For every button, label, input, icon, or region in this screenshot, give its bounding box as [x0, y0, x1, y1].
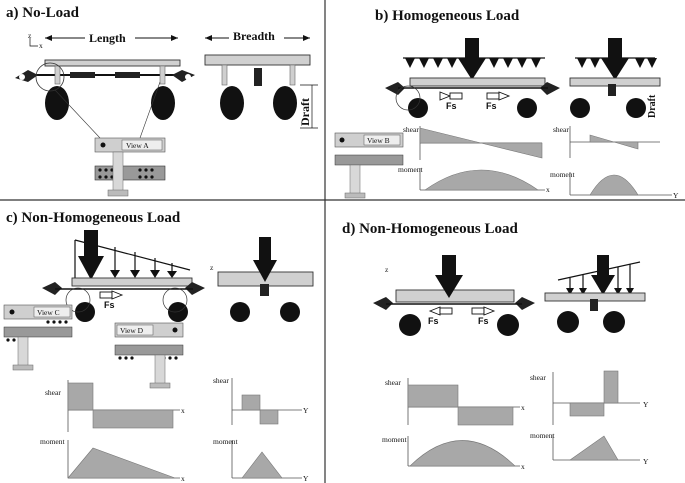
moment-label-c2: moment [213, 437, 238, 446]
end-fitting-right [172, 70, 195, 82]
panel-d-title: d) Non-Homogeneous Load [342, 221, 519, 237]
length-label: Length [89, 31, 126, 45]
moment-label-b: moment [398, 165, 423, 174]
pontoon-left [45, 86, 69, 120]
main-load-arrow-c [78, 256, 104, 280]
panel-c: c) Non-Homogeneous Load Fs View C [3, 210, 314, 483]
moment-label-c: moment [40, 437, 65, 446]
panel-b-title: b) Homogeneous Load [375, 8, 520, 24]
moment-label-d: moment [382, 435, 407, 444]
svg-text:x: x [181, 406, 185, 415]
beam-side-view [44, 59, 181, 67]
shear-label-d2: shear [530, 373, 546, 382]
fs-label-2: Fs [486, 101, 497, 111]
shear-label-b2: shear [553, 125, 569, 134]
main-load-arrow-c-front [253, 260, 277, 282]
svg-text:x: x [546, 185, 550, 194]
panel-a-title: a) No-Load [6, 5, 80, 21]
view-a-label: View A [126, 141, 149, 150]
fs-label-c: Fs [104, 300, 115, 310]
moment-label-d2: moment [530, 431, 555, 440]
breadth-label: Breadth [233, 29, 275, 43]
axis-x-label: x [39, 41, 43, 50]
svg-text:z: z [385, 265, 389, 274]
view-d-label: View D [120, 326, 144, 335]
shear-label-d: shear [385, 378, 401, 387]
svg-text:Y: Y [303, 406, 309, 415]
main-load-arrow [458, 58, 486, 80]
view-c-label: View C [37, 308, 60, 317]
pontoon-b-left [408, 98, 428, 118]
main-load-arrow-d [435, 275, 463, 298]
beam-front-view [204, 54, 311, 66]
svg-text:Y: Y [673, 191, 679, 200]
beam-b [409, 77, 546, 87]
draft-label-b: Draft [647, 94, 658, 118]
view-b-label: View B [367, 136, 390, 145]
svg-text:x: x [181, 474, 185, 483]
shear-label-b: shear [403, 125, 419, 134]
moment-label-b2: moment [550, 170, 575, 179]
draft-label: Draft [298, 98, 312, 126]
pontoon-right [151, 86, 175, 120]
pontoon-b-right [517, 98, 537, 118]
beam-d [395, 289, 515, 303]
pontoon-front-left [220, 86, 244, 120]
svg-text:Y: Y [643, 457, 649, 466]
load-arrows-d-front [557, 255, 641, 295]
svg-text:x: x [521, 403, 525, 412]
fs-label-1: Fs [446, 101, 457, 111]
triangular-load [74, 230, 191, 280]
homogeneous-load-arrows [403, 38, 545, 80]
panel-b: b) Homogeneous Load Fs Fs View B [334, 8, 679, 200]
load-arrows-b-front [575, 38, 657, 80]
panel-a: a) No-Load z x Length View A [6, 5, 318, 197]
shear-label-c2: shear [213, 376, 229, 385]
magnifier-circle [35, 62, 65, 92]
fs-label-d2: Fs [478, 316, 489, 326]
end-fitting-left [15, 70, 38, 82]
pontoon-front-right [273, 86, 297, 120]
svg-text:Y: Y [303, 474, 309, 483]
fs-label-d1: Fs [428, 316, 439, 326]
svg-text:x: x [521, 462, 525, 471]
axis-z-label: z [28, 31, 32, 40]
panel-c-title: c) Non-Homogeneous Load [6, 210, 181, 226]
panel-d: d) Non-Homogeneous Load z Fs Fs shear x … [342, 221, 649, 471]
svg-text:z: z [210, 263, 214, 272]
axis-glyph [29, 38, 38, 47]
shear-label-c: shear [45, 388, 61, 397]
svg-text:Y: Y [643, 400, 649, 409]
